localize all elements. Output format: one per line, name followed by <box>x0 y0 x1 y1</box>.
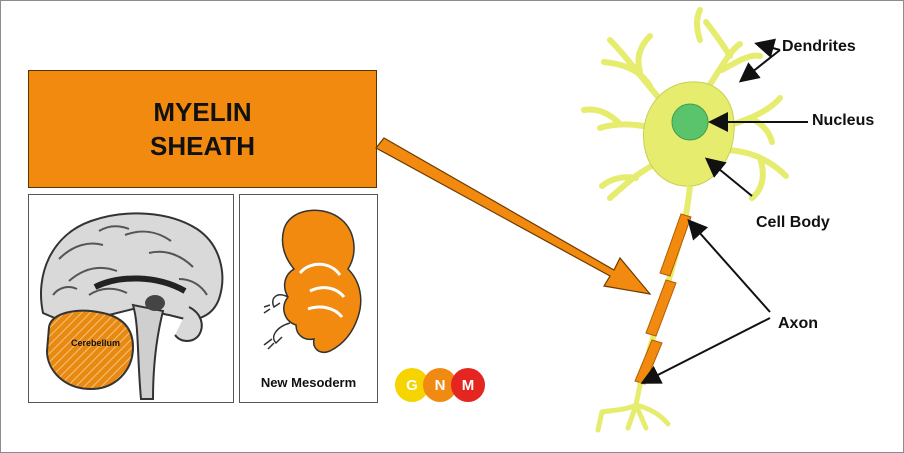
dendrites-pointer-1 <box>758 44 780 50</box>
axon-label: Axon <box>778 315 818 333</box>
pointer-arrow <box>376 138 650 294</box>
axon-terminals <box>598 385 668 430</box>
myelin-segments <box>635 214 691 384</box>
dendrites-label: Dendrites <box>782 38 856 56</box>
nucleus-label: Nucleus <box>812 112 874 130</box>
cell-body-pointer <box>708 160 752 196</box>
nucleus-shape <box>672 104 708 140</box>
myelin-segment-2 <box>646 280 676 336</box>
axon-pointer-1 <box>690 222 770 312</box>
cell-body-label: Cell Body <box>756 214 830 232</box>
orange-arrow <box>376 138 650 294</box>
axon-pointer-2 <box>644 318 770 382</box>
